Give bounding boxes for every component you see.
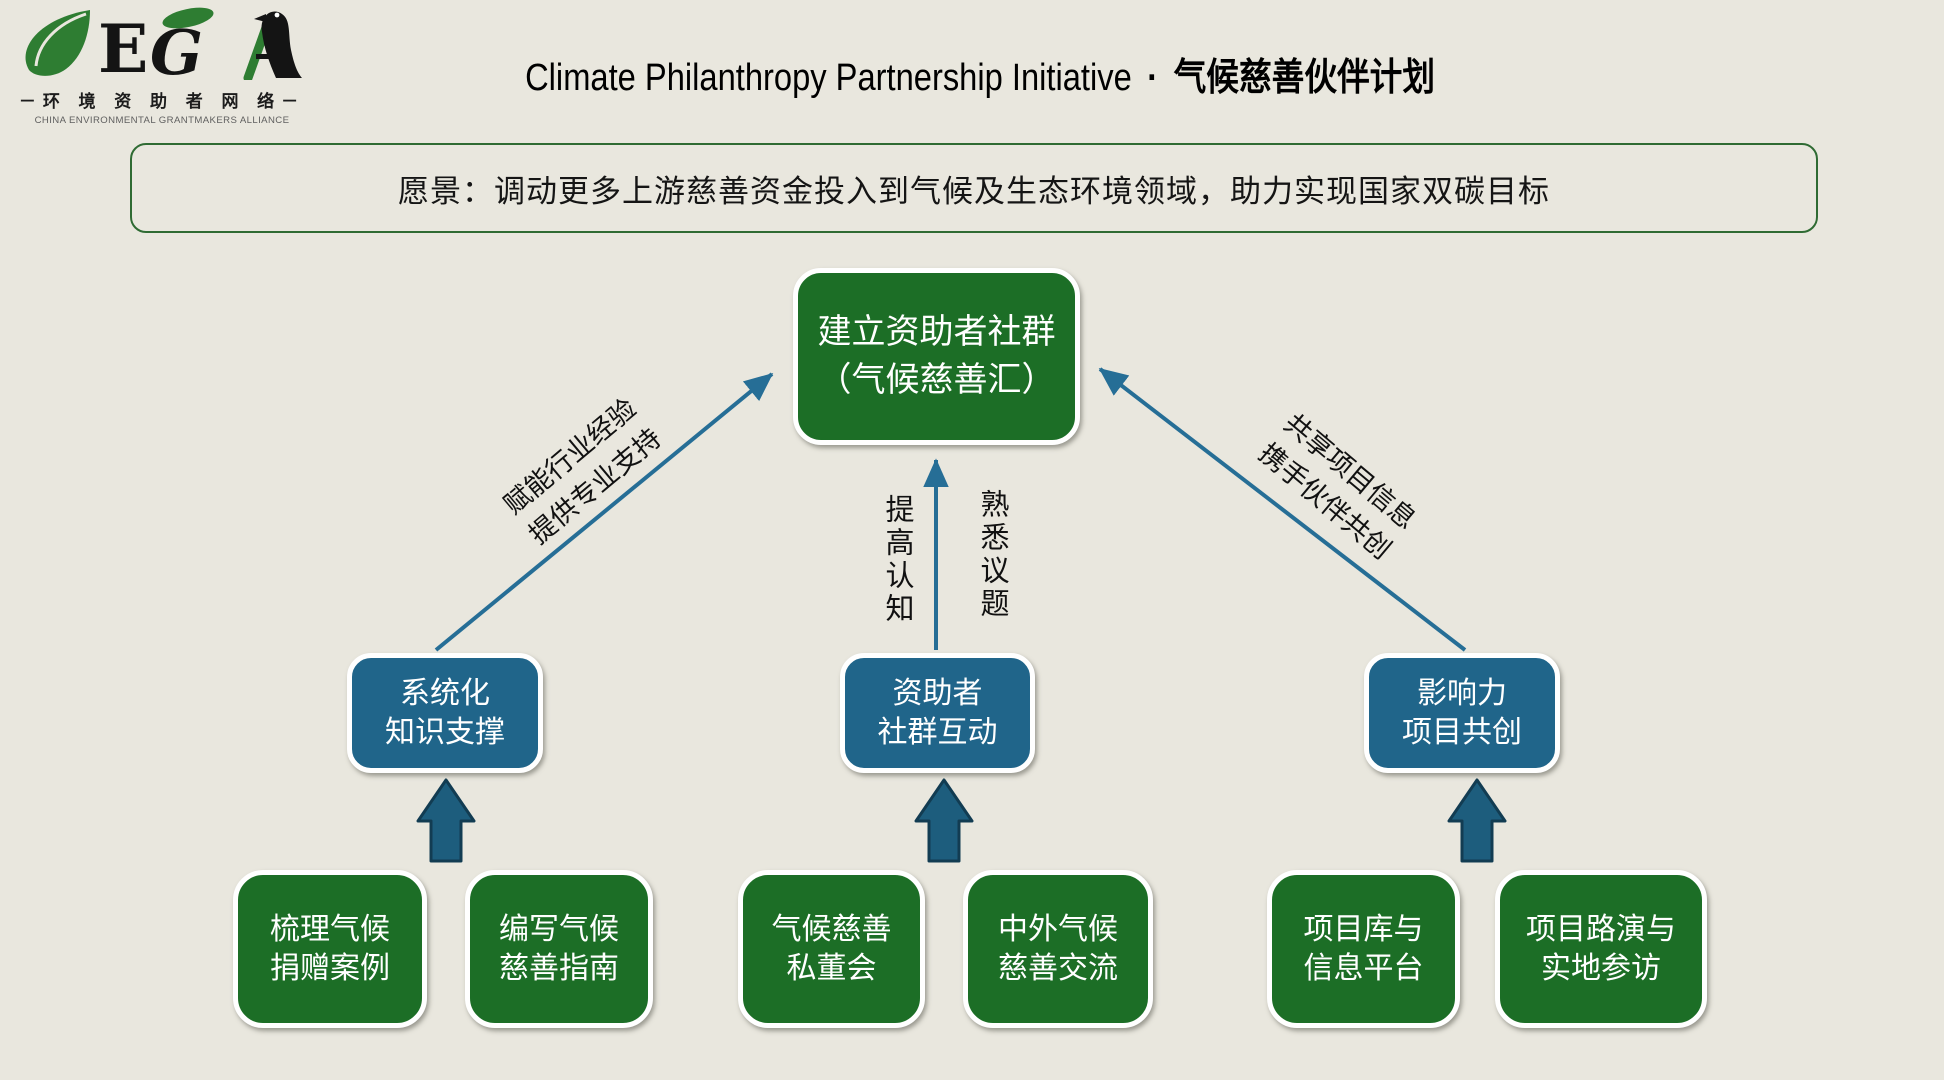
activity-box-board: 气候慈善 私董会 <box>738 870 925 1028</box>
activity-box-roadshow: 项目路演与 实地参访 <box>1495 870 1707 1028</box>
pillar-box-impact: 影响力 项目共创 <box>1364 653 1560 773</box>
title-chinese: 气候慈善伙伴计划 <box>1173 57 1435 99</box>
leaf-accent-icon <box>162 7 214 29</box>
svg-text:E: E <box>98 10 148 80</box>
block-arrow-middle <box>914 778 974 863</box>
activity-box-exchange: 中外气候 慈善交流 <box>963 870 1153 1028</box>
pillar-box-community: 资助者 社群互动 <box>840 653 1035 773</box>
svg-text:G: G <box>150 16 203 80</box>
edge-label-middle-right: 熟悉议题 <box>976 489 1008 621</box>
leaf-c-icon <box>25 10 90 76</box>
page-title: Climate Philanthropy Partnership Initiat… <box>300 46 1660 101</box>
title-english: Climate Philanthropy Partnership Initiat… <box>525 57 1132 99</box>
goal-box: 建立资助者社群 （气候慈善汇） <box>793 268 1080 445</box>
edge-label-left: 赋能行业经验 提供专业支持 <box>498 393 667 551</box>
vision-text: 愿景：调动更多上游慈善资金投入到气候及生态环境领域，助力实现国家双碳目标 <box>398 173 1550 209</box>
bird-beak-icon <box>254 14 266 22</box>
cega-logo: E G －环 境 资 助 者 网 络－ CHINA ENVIRONMENTAL … <box>16 6 308 126</box>
activity-box-cases: 梳理气候 捐赠案例 <box>233 870 427 1028</box>
pillar-box-knowledge: 系统化 知识支撑 <box>347 653 543 773</box>
logo-chinese-name: －环 境 资 助 者 网 络－ <box>18 92 306 111</box>
cega-logo-icon: E G <box>25 7 302 89</box>
block-arrow-right <box>1447 778 1507 863</box>
activity-box-guide: 编写气候 慈善指南 <box>465 870 653 1028</box>
title-separator: · <box>1147 57 1159 99</box>
logo-english-name: CHINA ENVIRONMENTAL GRANTMAKERS ALLIANCE <box>34 115 290 126</box>
bird-eye-icon <box>274 12 280 18</box>
edge-label-middle-left: 提高认知 <box>881 494 913 626</box>
block-arrow-left <box>416 778 476 863</box>
activity-box-platform: 项目库与 信息平台 <box>1267 870 1460 1028</box>
edge-label-right: 共享项目信息 携手伙伴共创 <box>1253 408 1422 566</box>
vision-banner: 愿景：调动更多上游慈善资金投入到气候及生态环境领域，助力实现国家双碳目标 <box>130 143 1818 233</box>
bird-body-icon <box>261 11 302 79</box>
